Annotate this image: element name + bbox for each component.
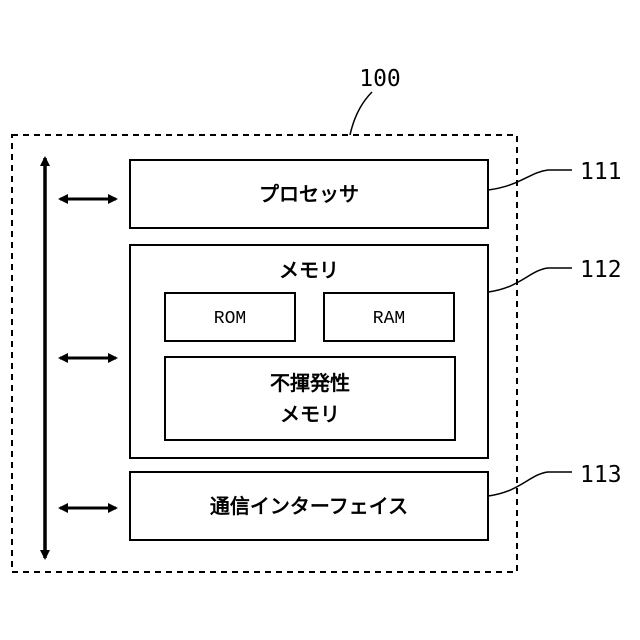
memory-ref-label: 112 [580, 257, 622, 283]
memory-leader-line [488, 268, 572, 292]
processor-ref-label: 111 [580, 159, 622, 185]
nonvolatile-memory-block [165, 357, 455, 440]
processor-leader-line [488, 170, 572, 190]
device-leader-line [350, 92, 372, 135]
rom-label: ROM [214, 309, 246, 329]
ram-label: RAM [373, 309, 405, 329]
comm-interface-label: 通信インターフェイス [210, 494, 408, 518]
comm-interface-ref-label: 113 [580, 462, 622, 488]
memory-label: メモリ [279, 258, 339, 282]
device-ref-label: 100 [359, 66, 401, 92]
nonvolatile-memory-label-line1: 不揮発性 [270, 371, 350, 395]
processor-label: プロセッサ [259, 182, 359, 206]
comm-interface-leader-line [488, 472, 572, 496]
nonvolatile-memory-label-line2: メモリ [280, 402, 340, 426]
